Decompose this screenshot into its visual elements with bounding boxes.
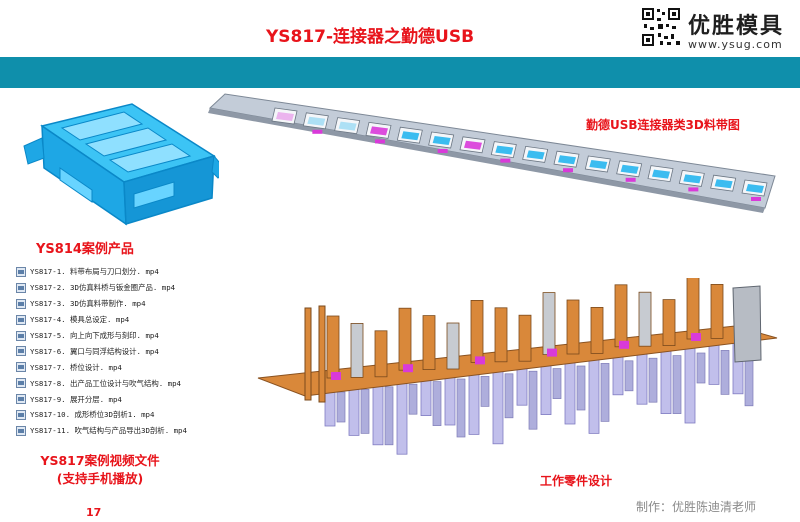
file-name: YS817-2. 3D仿真料桥与钣金圈产品. mp4 [30, 283, 176, 293]
video-file-icon [16, 266, 26, 277]
brand-name: 优胜模具 [688, 13, 785, 39]
list-item[interactable]: YS817-2. 3D仿真料桥与钣金圈产品. mp4 [16, 280, 261, 296]
list-item[interactable]: YS817-7. 桥位设计. mp4 [16, 359, 261, 375]
qr-code-icon [640, 6, 682, 48]
list-item[interactable]: YS817-4. 模具总设定. mp4 [16, 312, 261, 328]
video-file-icon [16, 282, 26, 293]
file-name: YS817-4. 模具总设定. mp4 [30, 315, 130, 325]
strip-caption: 勤德USB连接器类3D料带图 [586, 118, 740, 132]
product-caption: YS814案例产品 [36, 242, 134, 257]
strip-layout-3d-image [208, 93, 776, 213]
video-file-icon [16, 394, 26, 405]
file-name: YS817-3. 3D仿真料带制作. mp4 [30, 299, 146, 309]
video-file-icon [16, 298, 26, 309]
video-file-icon [16, 330, 26, 341]
video-file-icon [16, 425, 26, 436]
file-name: YS817-9. 展开分层. mp4 [30, 394, 122, 404]
video-caption-line1: YS817案例视频文件 [40, 453, 160, 468]
file-name: YS817-6. 翼口与同浮结构设计. mp4 [30, 346, 159, 356]
list-item[interactable]: YS817-9. 展开分层. mp4 [16, 391, 261, 407]
list-item[interactable]: YS817-3. 3D仿真料带制作. mp4 [16, 296, 261, 312]
parts-caption: 工作零件设计 [540, 474, 613, 488]
list-item[interactable]: YS817-8. 出产品工位设计与吹气结构. mp4 [16, 375, 261, 391]
list-item[interactable]: YS817-10. 成形桥位3D剖析1. mp4 [16, 407, 261, 423]
company-logo: 优胜模具 www.ysug.com [640, 6, 790, 56]
video-caption: YS817案例视频文件 (支持手机播放) [20, 452, 180, 488]
slide-title: YS817-连接器之勤德USB [265, 27, 475, 47]
file-name: YS817-5. 向上向下成形与刻印. mp4 [30, 331, 159, 340]
list-item[interactable]: YS817-6. 翼口与同浮结构设计. mp4 [16, 343, 261, 359]
brand-url: www.ysug.com [688, 38, 783, 51]
video-file-icon [16, 314, 26, 325]
file-name: YS817-7. 桥位设计. mp4 [30, 362, 122, 372]
usb-shell-product-image [23, 103, 219, 226]
video-caption-line2: (支持手机播放) [56, 471, 144, 486]
file-name: YS817-10. 成形桥位3D剖析1. mp4 [30, 410, 155, 420]
working-parts-3d-image [257, 278, 778, 455]
header-band [0, 57, 800, 88]
list-item[interactable]: YS817-5. 向上向下成形与刻印. mp4 [16, 328, 261, 344]
video-file-icon [16, 362, 26, 373]
page-number: 17 [86, 506, 102, 519]
list-item[interactable]: YS817-11. 吹气结构与产品导出3D剖析. mp4 [16, 423, 261, 439]
file-name: YS817-11. 吹气结构与产品导出3D剖析. mp4 [30, 426, 187, 436]
file-name: YS817-8. 出产品工位设计与吹气结构. mp4 [30, 378, 181, 388]
list-item[interactable]: YS817-1. 料带布局与刀口划分. mp4 [16, 264, 261, 280]
file-name: YS817-1. 料带布局与刀口划分. mp4 [30, 267, 159, 277]
video-file-list: YS817-1. 料带布局与刀口划分. mp4 YS817-2. 3D仿真料桥与… [16, 264, 261, 439]
video-file-icon [16, 346, 26, 357]
author-credit: 制作：优胜陈迪清老师 [636, 500, 757, 514]
video-file-icon [16, 409, 26, 420]
video-file-icon [16, 378, 26, 389]
